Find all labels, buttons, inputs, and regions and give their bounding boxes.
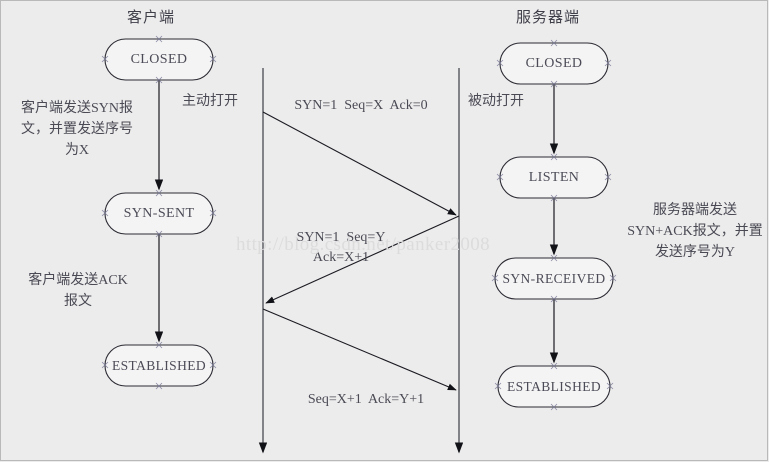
state-label-server-listen: LISTEN	[500, 157, 608, 198]
state-label-text: SYN-SENT	[123, 205, 195, 221]
state-label-server-syn-received: SYN-RECEIVED	[495, 258, 613, 299]
state-label-text: ESTABLISHED	[506, 378, 602, 394]
label-active-open: 主动打开	[182, 94, 238, 109]
note-client-send-syn: 客户端发送SYN报 文，并置发送序号 为X	[20, 101, 133, 158]
selection-handles	[101, 35, 617, 411]
message-label-syn: SYN=1 Seq=X Ack=0	[294, 98, 428, 113]
column-title-server: 服务器端	[516, 10, 581, 26]
state-label-text: ESTABLISHED	[111, 357, 207, 373]
label-passive-open: 被动打开	[468, 94, 524, 109]
state-label-client-established: ESTABLISHED	[105, 345, 213, 386]
column-title-client: 客户端	[127, 10, 176, 26]
state-label-text: SYN-RECEIVED	[502, 270, 606, 286]
message-label-syn-ack: SYN=1 Seq=Y Ack=X+1	[296, 230, 386, 265]
message-arrow-syn-ack	[265, 215, 460, 304]
note-server-send-syn-ack: 服务器端发送 SYN+ACK报文，并置 发送序号为Y	[627, 203, 763, 260]
state-label-text: CLOSED	[130, 51, 188, 67]
state-label-server-established: ESTABLISHED	[498, 366, 610, 407]
state-label-text: CLOSED	[525, 55, 583, 71]
state-label-server-closed: CLOSED	[500, 43, 608, 84]
state-label-client-syn-sent: SYN-SENT	[105, 193, 213, 234]
message-arrow-ack	[262, 308, 457, 391]
state-label-text: LISTEN	[528, 169, 580, 185]
note-client-send-ack: 客户端发送ACK 报文	[28, 273, 128, 309]
state-label-client-closed: CLOSED	[105, 39, 213, 80]
message-arrow-syn	[262, 111, 457, 216]
message-label-ack: Seq=X+1 Ack=Y+1	[307, 392, 425, 407]
